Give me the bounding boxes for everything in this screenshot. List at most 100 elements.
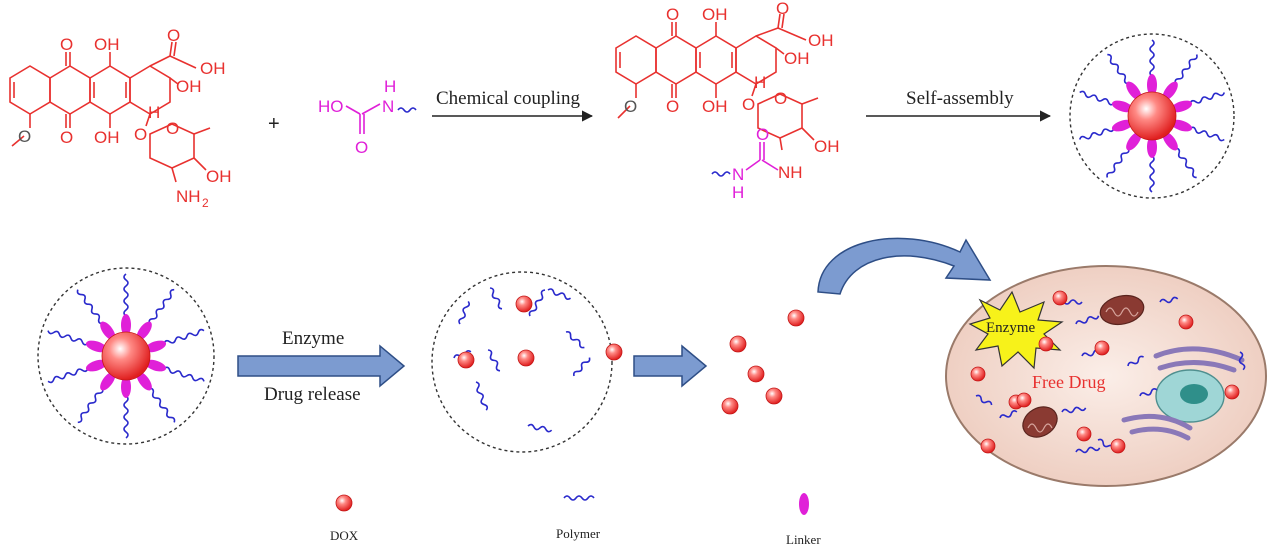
dox-atom-oh-side: OH (200, 59, 226, 78)
cell-dox-particle (1094, 340, 1110, 356)
micelle-polymer (47, 330, 89, 346)
enzyme-burst-label: Enzyme (986, 320, 1035, 336)
micelle-polymer (1189, 92, 1226, 104)
mitochondrion-top (1099, 294, 1145, 326)
micelle-polymer (1189, 126, 1225, 142)
cell-dox-particle (1052, 290, 1068, 306)
disassembled-micelle (431, 271, 613, 453)
free-polymers-in-micelle (453, 287, 591, 433)
conj-linker-o: O (756, 125, 769, 144)
conj-atom-nh: NH (778, 163, 803, 182)
dox-atom-nh2-sub: 2 (202, 196, 209, 210)
dox-atom-h: H (148, 103, 160, 122)
cell-polymer (1061, 406, 1087, 414)
cell-polymer (1139, 388, 1158, 397)
loose-polymer (528, 289, 546, 317)
legend-dox-label: DOX (330, 528, 359, 543)
linker-n: N (382, 97, 394, 116)
micelle-linker (136, 321, 152, 341)
free-dox (787, 309, 805, 327)
methoxy-o: O (18, 127, 31, 146)
micelle-boundary (37, 267, 215, 445)
conj-atom-h: H (754, 73, 766, 92)
micelle-linker (85, 359, 108, 372)
cell-polymer (1127, 355, 1144, 367)
conj-atom-oh-top: OH (702, 5, 728, 24)
cell-polymer (1075, 446, 1101, 454)
conjugate-linker (711, 142, 779, 177)
uptake-curved-arrow (817, 237, 992, 295)
legend: DOX Polymer Linker (330, 493, 821, 547)
linker-reagent (345, 103, 417, 134)
micelle-polymer (76, 289, 103, 325)
released-dox (457, 351, 475, 369)
loose-polymer (527, 423, 553, 433)
micelle-polymer (1078, 128, 1115, 140)
micelle-linker (1170, 100, 1193, 113)
nucleolus (1180, 384, 1208, 404)
micelle-polymer (1174, 54, 1198, 84)
conj-atom-oh-bottom: OH (702, 97, 728, 116)
micelle-linker (1126, 131, 1142, 151)
micelle-dox-core (101, 331, 151, 381)
micelle-linker (1111, 100, 1134, 113)
loose-polymer (547, 288, 571, 300)
micelle-linker (1170, 119, 1193, 132)
micelle-linker (100, 371, 116, 391)
free-dox-cluster (721, 309, 805, 415)
micelle-linker (1162, 81, 1178, 101)
loose-polymer (475, 381, 489, 411)
legend-polymer-label: Polymer (556, 526, 601, 541)
dox-atom-o-glyco: O (134, 125, 147, 144)
conj-linker-n: N (732, 165, 744, 184)
dox-atom-oh-ring: OH (176, 77, 202, 96)
conj-atom-oh-ring: OH (784, 49, 810, 68)
cell-dox-particle (1224, 384, 1240, 400)
micelle-polymer (148, 288, 175, 324)
assembly-label: Self-assembly (906, 88, 1014, 109)
dox-atom-nh2: NH (176, 187, 201, 206)
cell-dox-particle (1038, 336, 1054, 352)
micelle-polymer (47, 368, 89, 384)
micelle-polymer (1079, 90, 1115, 106)
loose-polymer (573, 357, 591, 377)
legend-linker-icon (799, 493, 809, 515)
free-dox (765, 387, 783, 405)
micelle-polymer (1149, 155, 1155, 193)
dox-atom-o-ketone: O (167, 26, 180, 45)
micelle-linker (1126, 81, 1142, 101)
conj-atom-o-glyco: O (742, 95, 755, 114)
micelle-linker (121, 314, 131, 336)
micelle-linker (100, 321, 116, 341)
released-dox (515, 295, 533, 313)
micelle-polymer (163, 328, 205, 344)
enzyme-release-arrow (237, 344, 406, 388)
micelle-linker (121, 376, 131, 398)
loose-polymer (458, 301, 470, 325)
cell: Enzyme Free Drug (945, 265, 1267, 487)
micelle-linker (1147, 74, 1157, 96)
cell-polymer (975, 394, 993, 406)
micelle-polymer (1106, 148, 1130, 178)
cell-dox (970, 290, 1240, 454)
enzyme-label: Enzyme (282, 328, 344, 349)
released-dox-in-micelle (457, 295, 623, 369)
free-drug-label: Free Drug (1032, 372, 1105, 392)
micelle-dox-core (1127, 91, 1177, 141)
linker-o: O (355, 138, 368, 157)
cell-dox-particle (1016, 392, 1032, 408)
conj-atom-o-top: O (666, 5, 679, 24)
dox-atom-o-top: O (60, 35, 73, 54)
plus-sign: + (268, 113, 280, 135)
conj-atom-oh-side: OH (808, 31, 834, 50)
micelle-bottom (37, 267, 215, 445)
coupling-label: Chemical coupling (436, 88, 581, 109)
dox-atom-o-bottom: O (60, 128, 73, 147)
legend-polymer-icon (563, 495, 595, 501)
drug-release-label: Drug release (264, 384, 361, 405)
micelle-linker (1162, 131, 1178, 151)
micelle-linker (136, 371, 152, 391)
released-dox (517, 349, 535, 367)
cell-polymer (1238, 351, 1246, 371)
